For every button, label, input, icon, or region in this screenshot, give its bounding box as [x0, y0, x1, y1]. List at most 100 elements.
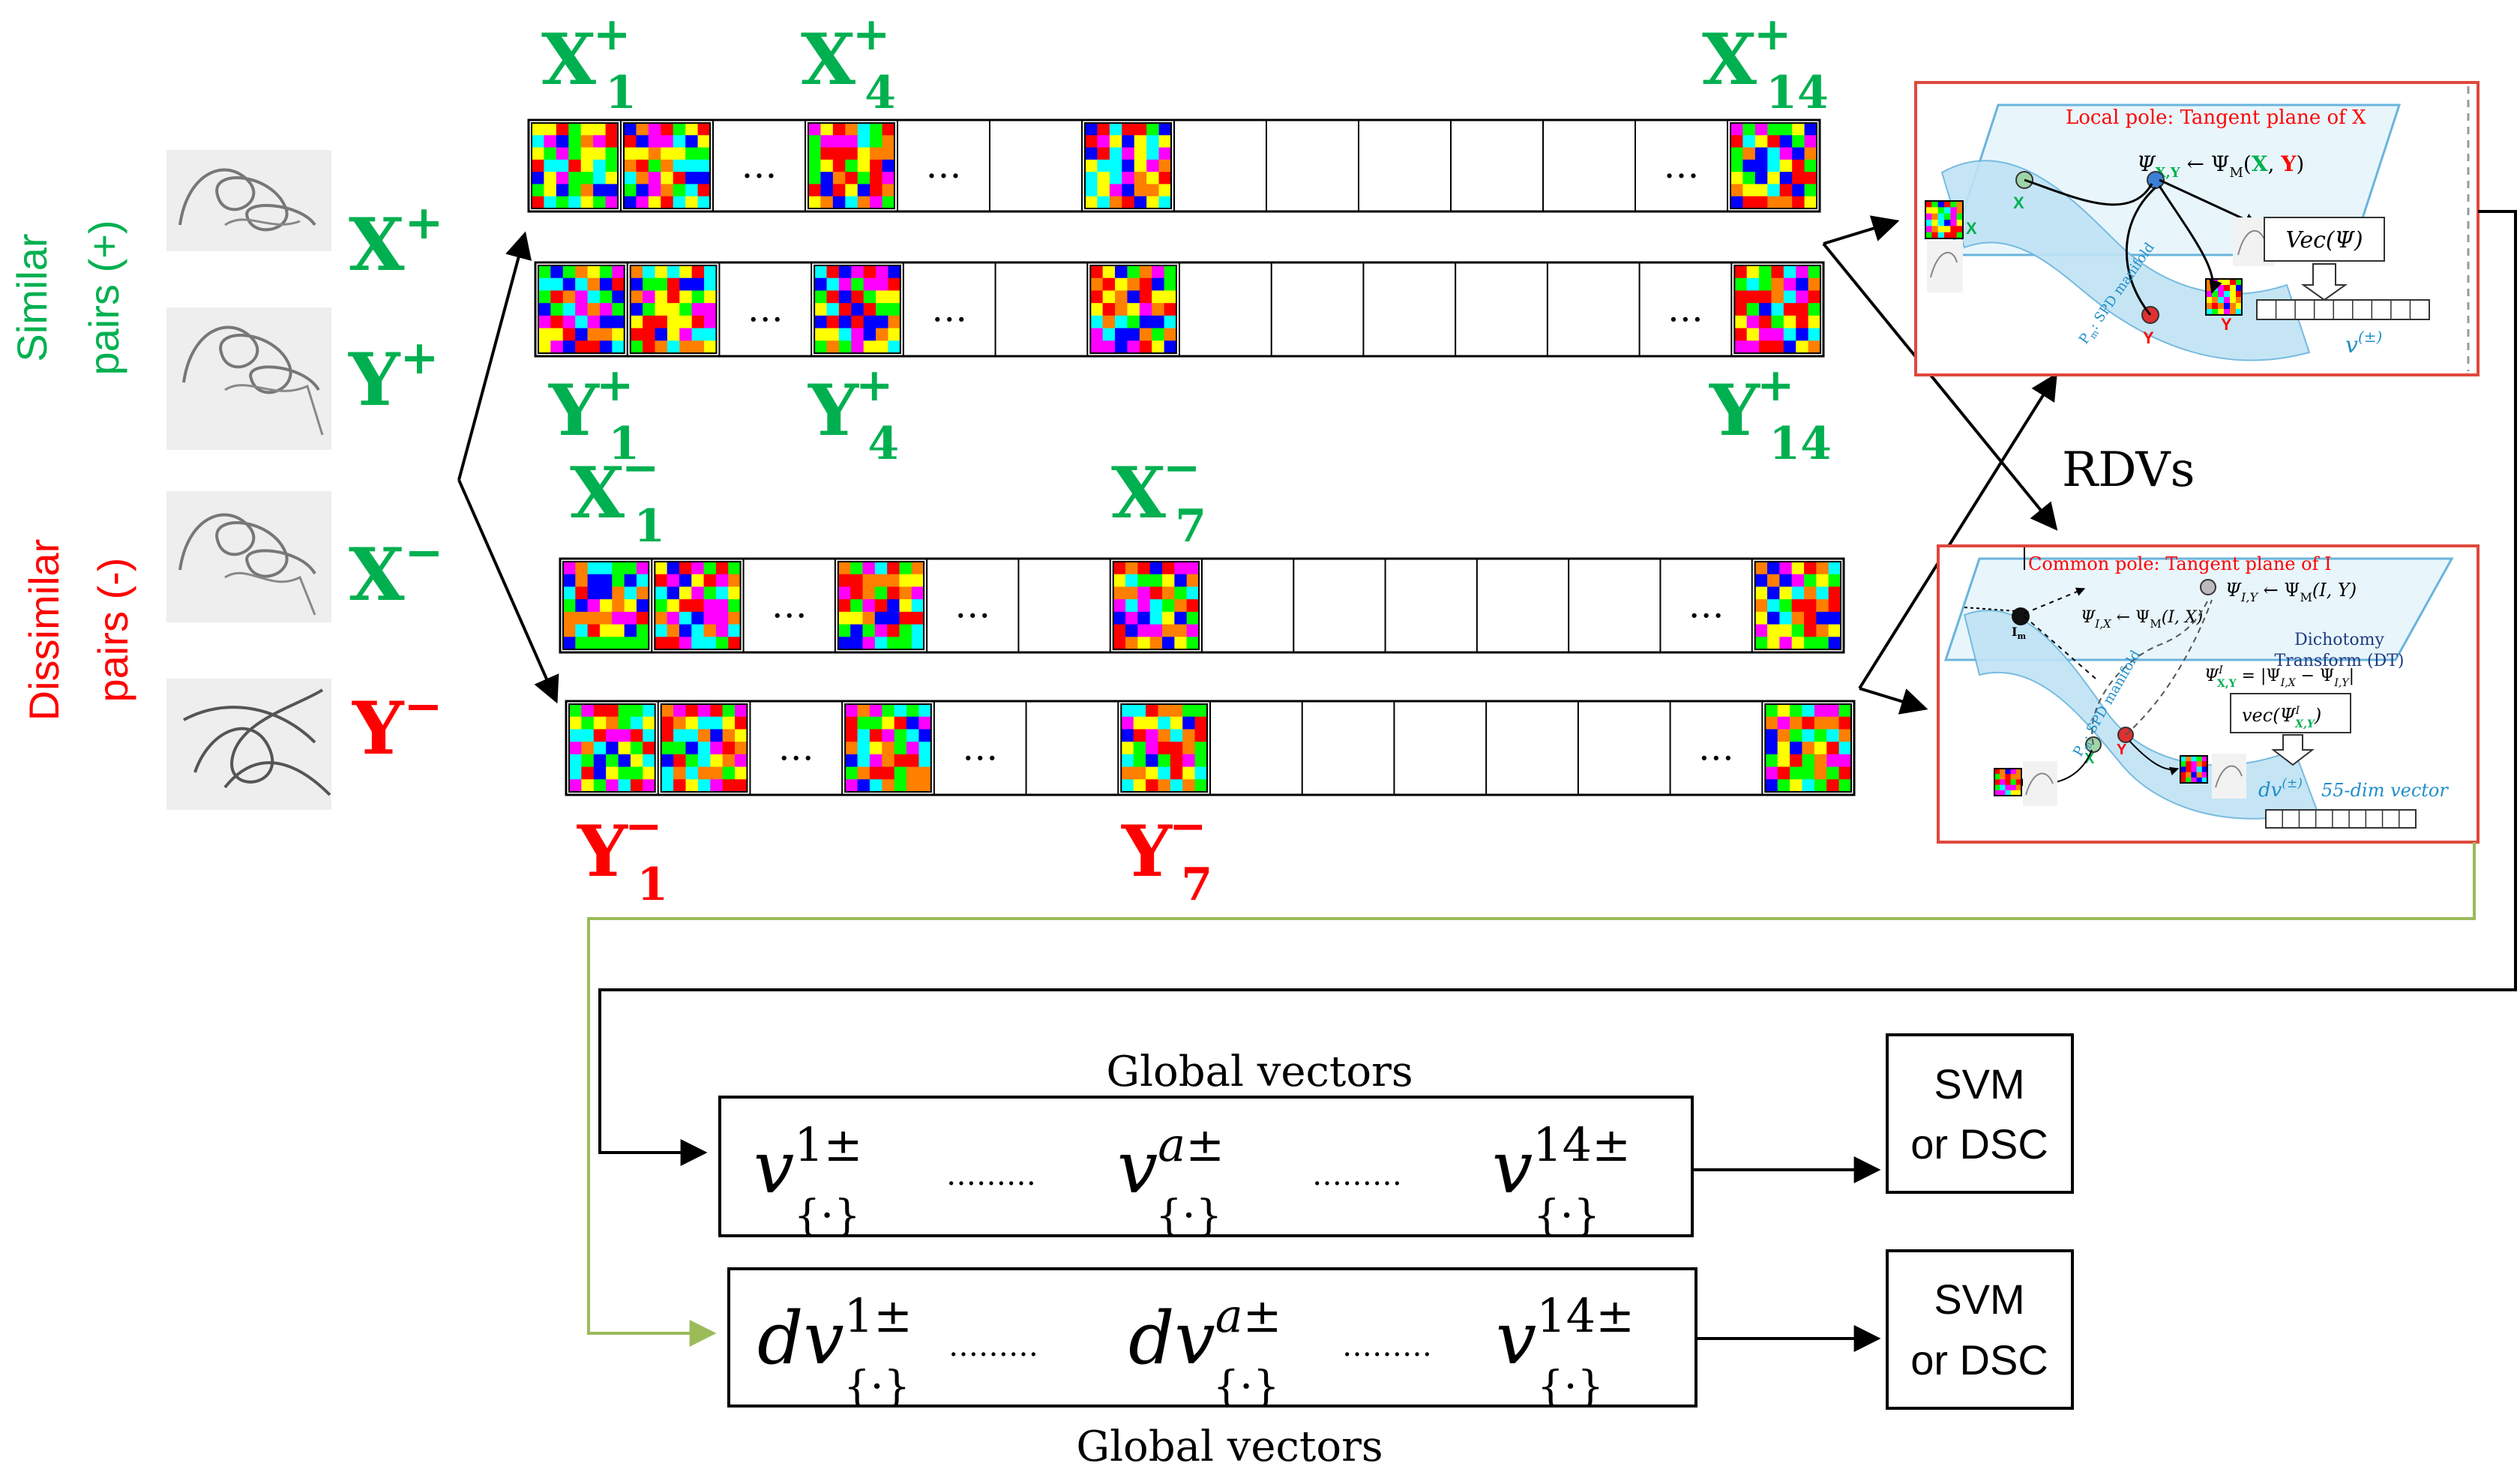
local-panel-outer-x-label: X: [1966, 219, 1977, 238]
global-row2-dots1: ………: [948, 1329, 1038, 1363]
common-dt-line1: Dichotomy: [2294, 631, 2384, 649]
label-x4-plus: X+4: [801, 8, 896, 119]
strip-ellipsis: …: [742, 145, 778, 187]
label-y1-plus: Y+1: [548, 359, 640, 470]
strip-patch: [568, 703, 656, 793]
common-panel-point-x-label: X: [2084, 751, 2095, 767]
strip-patch: [1730, 122, 1817, 209]
strip-ellipsis: …: [772, 585, 808, 627]
local-panel-vector-label: v(±): [2345, 328, 2382, 358]
strip-patch: [531, 122, 619, 209]
dissimilar-pairs-label-line2: pairs (-): [89, 558, 136, 703]
local-panel-patch-x: [1925, 200, 1964, 239]
strip-patch: [623, 122, 711, 209]
strip-patch: [844, 703, 932, 793]
strip-patch: [1120, 703, 1209, 793]
strip-4: … … …: [565, 700, 1856, 796]
strip-patch: [837, 561, 925, 650]
common-panel-signature-thumb-2: [2212, 754, 2246, 799]
strip-ellipsis: …: [931, 289, 967, 331]
global-vectors-label-bottom: Global vectors: [1076, 1423, 1383, 1471]
common-panel-patch-y: [2180, 755, 2208, 784]
local-panel-signature-thumb: [1927, 240, 1963, 292]
strip-ellipsis: …: [1668, 289, 1703, 331]
strip-patch: [814, 265, 901, 354]
common-panel-point-y-label: Y: [2117, 742, 2127, 758]
common-pole-panel: Common pole: Tangent plane of I ΨI,Y ← Ψ…: [1937, 544, 2480, 844]
mini-patch-y: [2205, 278, 2243, 316]
strip-patch: [1754, 561, 1842, 650]
label-x14-plus: X+14: [1702, 8, 1829, 119]
signature-image-x-plus: [166, 150, 331, 251]
rdvs-label: RDVs: [2062, 442, 2195, 498]
common-tangent-plane: [1943, 557, 2454, 661]
arrow-plus-to-common-panel: [1822, 242, 2058, 531]
arrow-to-y-minus-strip: [457, 479, 559, 704]
global-row1-term3: v14±{·}: [1492, 1117, 1631, 1240]
common-panel-point-i-label: Im: [2012, 625, 2026, 641]
common-panel-vec-box: [2230, 693, 2351, 733]
local-panel-vec-label: Vec(Ψ): [2285, 227, 2363, 253]
strip-ellipsis: …: [1698, 727, 1734, 769]
arrow-plus-to-local-panel: [1823, 215, 1900, 245]
global-vectors-section: Global vectors v1±{·} ……… va±{·} ……… v14…: [718, 1033, 2074, 1471]
common-panel-signature-thumb: [2023, 761, 2057, 806]
strip-3: ………: [559, 557, 1845, 654]
global-row1-dots2: ………: [1312, 1158, 1402, 1192]
label-y14-plus: Y+14: [1709, 359, 1832, 470]
feedback-connectors: [587, 210, 2517, 1347]
common-pole-title: Common pole: Tangent plane of I: [2028, 553, 2332, 574]
olive-connector-common-to-global: [587, 842, 2476, 1347]
dissimilar-pairs-label-line1: Dissimilar: [20, 539, 67, 721]
classifier-1-line2: or DSC: [1910, 1120, 2048, 1168]
local-panel-vector-ticks: [2275, 300, 2411, 319]
global-vector-box-2: [727, 1267, 1697, 1408]
global-row2-dots2: ………: [1342, 1329, 1432, 1363]
local-panel-outer-y-label: Y: [2221, 315, 2232, 334]
label-x1-minus: X−1: [570, 442, 665, 553]
label-x1-plus: X+1: [541, 8, 637, 119]
common-formula-ix: ΨI,X ← ΨM(I, X): [2081, 608, 2203, 631]
arrow-minus-to-common-panel: [1859, 687, 1928, 715]
strip-patch: [1733, 265, 1821, 354]
pair-label-y-minus: Y−: [352, 679, 442, 771]
common-panel-patch-x: [1994, 768, 2022, 796]
local-panel-vector-bar: [2256, 299, 2430, 320]
strip-patch: [1764, 703, 1852, 793]
label-y7-minus: Y−7: [1121, 800, 1212, 911]
arrow-to-x-plus-strip: [457, 231, 532, 481]
common-formula-iy: ΨI,Y ← ΨM(I, Y): [2225, 580, 2357, 604]
signature-image-y-plus: [166, 307, 331, 450]
global-vector-box-1: [718, 1096, 1694, 1237]
classifier-2-line1: SVM: [1934, 1276, 2024, 1323]
strip-1: ………: [527, 118, 1821, 213]
pair-label-x-minus: X−: [349, 525, 443, 617]
local-panel-point-x-label: X: [2013, 193, 2024, 212]
mini-patch-y: [2180, 755, 2208, 784]
patch-strips: ………………………………: [527, 118, 1856, 796]
strip-patch: [1084, 122, 1172, 209]
similar-pairs-label-line2: pairs (+): [80, 220, 127, 376]
strip-ellipsis: …: [962, 727, 998, 769]
strip-to-panel-arrows: [1822, 215, 2058, 715]
global-row1-term2: va±{·}: [1117, 1117, 1224, 1240]
local-panel-point-y-label: Y: [2143, 328, 2154, 347]
strip-ellipsis: …: [1664, 145, 1700, 187]
label-x7-minus: X−7: [1111, 442, 1206, 553]
label-y1-minus: Y−1: [577, 800, 668, 911]
local-panel-vec-box: [2264, 217, 2385, 262]
common-panel-vector-bar: [2265, 809, 2417, 829]
global-row2-term2: dva±{·}: [1128, 1288, 1282, 1411]
mini-patch-x: [1925, 200, 1964, 239]
common-dt-line2: Transform (DT): [2274, 652, 2404, 670]
label-y4-plus: Y+4: [808, 359, 899, 470]
strip-ellipsis: …: [748, 289, 784, 331]
similar-pairs-label-line1: Similar: [8, 233, 55, 361]
strip-patch: [562, 561, 650, 650]
strip-2: … … …: [534, 261, 1825, 358]
strip-ellipsis: …: [778, 727, 814, 769]
classifier-box-2: [1886, 1249, 2074, 1410]
